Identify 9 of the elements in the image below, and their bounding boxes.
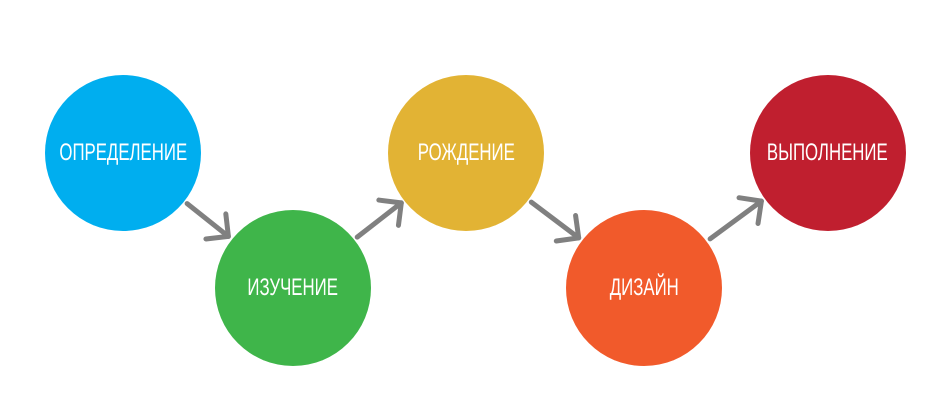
- arrow: [528, 200, 582, 244]
- step-label: ВЫПОЛНЕНИЕ: [767, 140, 888, 166]
- arrow: [354, 198, 404, 240]
- arrow: [184, 201, 231, 242]
- step-label: РОЖДЕНИЕ: [417, 140, 515, 166]
- arrow: [708, 195, 764, 242]
- step-label: ДИЗАЙН: [610, 274, 678, 300]
- step-label: ИЗУЧЕНИЕ: [247, 274, 338, 300]
- step-label: ОПРЕДЕЛЕНИЕ: [59, 140, 187, 166]
